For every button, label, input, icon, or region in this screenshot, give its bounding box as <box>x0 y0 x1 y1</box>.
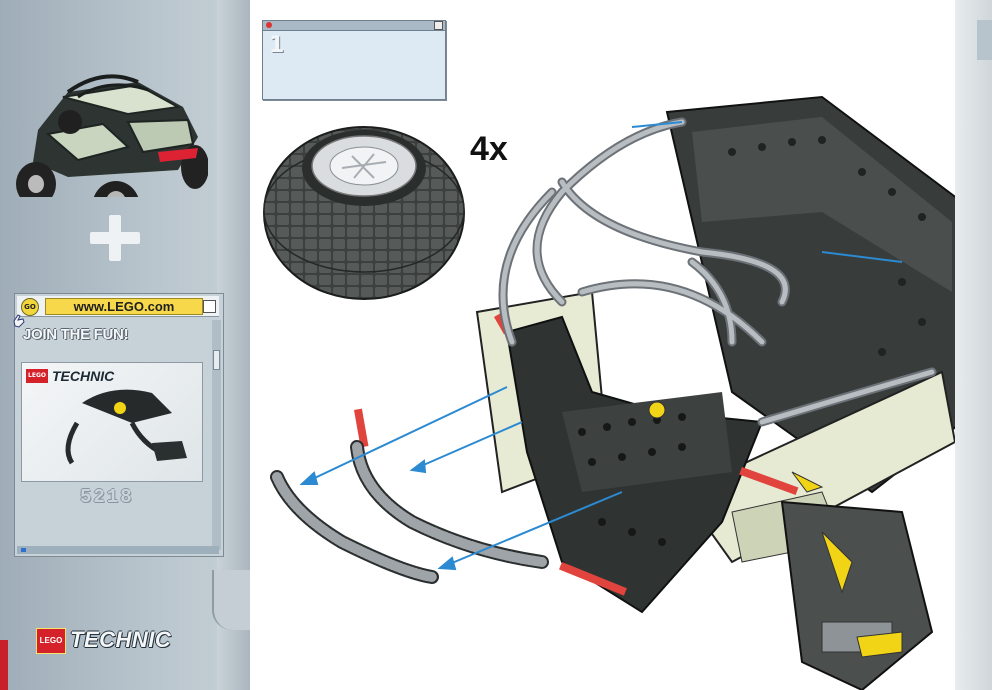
lego-logo-badge: LEGO <box>36 628 66 654</box>
part-quantity: 4x <box>470 130 508 168</box>
step-box-titlebar <box>263 21 445 31</box>
lego-technic-logo: LEGO TECHNIC <box>36 625 206 657</box>
titlebar-dot-icon <box>266 22 272 28</box>
sidebar-notch <box>212 570 252 630</box>
step-parts-box: 1 <box>262 20 446 100</box>
product-lego-badge: LEGO <box>26 369 48 383</box>
product-line-text: TECHNIC <box>52 368 115 384</box>
hand-cursor-icon <box>11 312 27 328</box>
titlebar-close-icon <box>434 21 443 30</box>
status-indicator <box>21 548 26 552</box>
join-the-fun-text: JOIN THE FUN! <box>23 326 129 343</box>
model-assembly-illustration <box>262 92 955 690</box>
plus-icon <box>90 215 140 261</box>
finished-model-image <box>8 52 208 197</box>
lego-web-ad[interactable]: GO www.LEGO.com JOIN THE FUN! LEGO TECHN… <box>14 293 224 557</box>
product-box-image: LEGO TECHNIC <box>21 362 203 482</box>
url-link[interactable]: www.LEGO.com <box>45 298 203 315</box>
tire-part-image <box>262 118 467 303</box>
red-edge <box>0 640 8 690</box>
scroll-thumb[interactable] <box>213 350 220 370</box>
url-bar: GO www.LEGO.com <box>17 296 219 317</box>
ad-status-bar <box>17 546 219 554</box>
next-page-edge <box>955 0 992 690</box>
technic-wordmark: TECHNIC <box>70 627 172 652</box>
step-number: 1 <box>269 33 285 58</box>
set-number-text: 5218 <box>80 486 134 508</box>
page-tab <box>977 20 992 60</box>
window-box-icon <box>203 300 216 313</box>
go-button[interactable]: GO <box>21 298 39 316</box>
ad-scrollbar[interactable] <box>212 320 221 550</box>
